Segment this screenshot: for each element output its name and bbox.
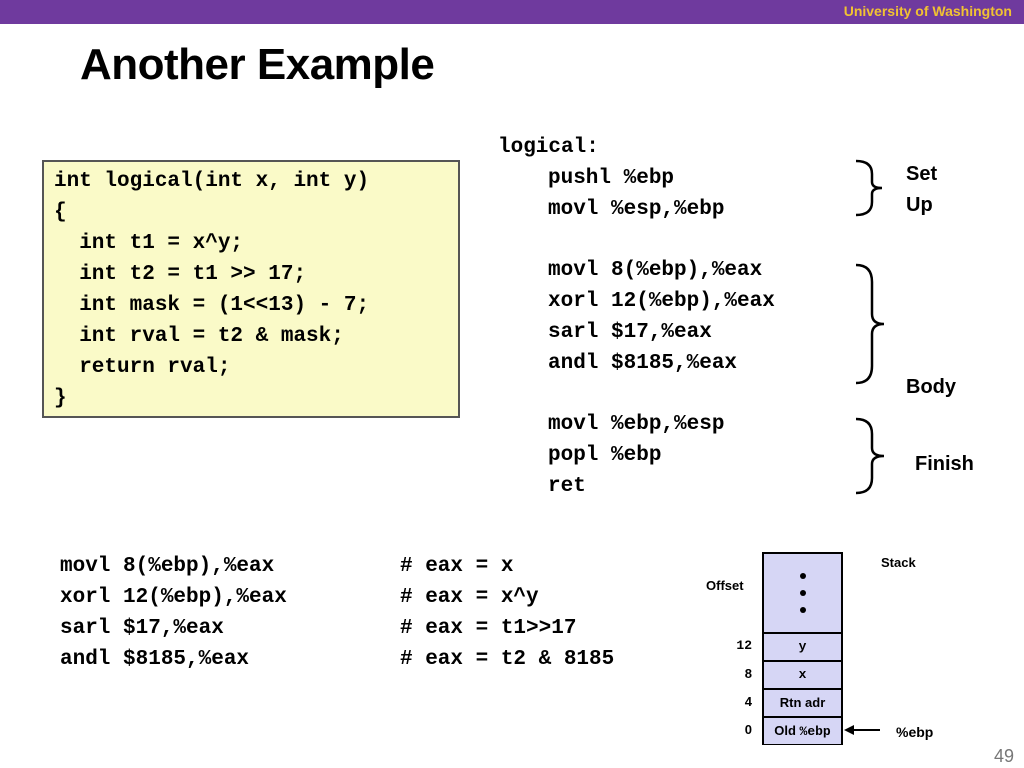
body-label: Body xyxy=(906,376,956,398)
code-line: } xyxy=(54,387,67,410)
offset-value: 0 xyxy=(744,722,752,737)
asm-line: xorl 12(%ebp),%eax xyxy=(548,290,775,313)
finish-label: Finish xyxy=(915,453,974,475)
code-line: int mask = (1<<13) - 7; xyxy=(54,294,370,317)
asm-label: logical: xyxy=(498,136,599,159)
finish-brace xyxy=(855,417,885,495)
annotated-instr: andl $8185,%eax xyxy=(60,648,250,671)
asm-line: andl $8185,%eax xyxy=(548,352,738,375)
stack-cell-return-address: Rtn adr xyxy=(764,688,841,716)
annotated-comment: # eax = t2 & 8185 xyxy=(400,648,615,671)
asm-line: sarl $17,%eax xyxy=(548,321,712,344)
offset-label: Offset xyxy=(706,578,744,593)
code-line: int t2 = t1 >> 17; xyxy=(54,263,307,286)
code-line: int rval = t2 & mask; xyxy=(54,325,344,348)
asm-line: movl %ebp,%esp xyxy=(548,413,725,436)
annotated-instr: movl 8(%ebp),%eax xyxy=(60,555,275,578)
setup-label-2: Up xyxy=(906,194,933,216)
offset-value: 4 xyxy=(744,694,752,709)
body-brace xyxy=(855,263,885,385)
stack-cell-old-ebp: Old %ebp xyxy=(764,716,841,744)
ellipsis-dot xyxy=(800,607,806,613)
stack-cell-x: x xyxy=(764,660,841,688)
stack-frame: y x Rtn adr Old %ebp xyxy=(762,552,843,745)
code-line: return rval; xyxy=(54,356,231,379)
code-line: int t1 = x^y; xyxy=(54,232,244,255)
setup-brace xyxy=(855,159,883,217)
page-number: 49 xyxy=(993,746,1014,766)
asm-line: movl 8(%ebp),%eax xyxy=(548,259,763,282)
code-line: { xyxy=(54,201,67,224)
old-ebp-register: %ebp xyxy=(799,724,831,739)
ebp-arrow-icon xyxy=(844,725,880,735)
offset-value: 8 xyxy=(744,666,752,681)
university-label: University of Washington xyxy=(843,3,1012,19)
asm-line: pushl %ebp xyxy=(548,167,675,190)
asm-line: movl %esp,%ebp xyxy=(548,198,725,221)
stack-title: Stack xyxy=(881,555,916,570)
offset-value: 12 xyxy=(736,638,752,653)
ellipsis-dot xyxy=(800,573,806,579)
asm-line: popl %ebp xyxy=(548,444,662,467)
header-bar: University of Washington xyxy=(0,0,1024,24)
annotated-comment: # eax = x xyxy=(400,555,514,578)
c-code-box: int logical(int x, int y) { int t1 = x^y… xyxy=(42,160,460,418)
setup-label-1: Set xyxy=(906,163,938,185)
ebp-pointer-label: %ebp xyxy=(896,724,934,740)
code-line: int logical(int x, int y) xyxy=(54,170,370,193)
old-ebp-prefix: Old xyxy=(774,723,800,738)
annotated-comment: # eax = x^y xyxy=(400,586,539,609)
asm-line: ret xyxy=(548,475,586,498)
annotated-comment: # eax = t1>>17 xyxy=(400,617,577,640)
slide-title: Another Example xyxy=(80,40,435,89)
stack-cell-y: y xyxy=(764,632,841,660)
ellipsis-dot xyxy=(800,590,806,596)
annotated-instr: sarl $17,%eax xyxy=(60,617,224,640)
annotated-instr: xorl 12(%ebp),%eax xyxy=(60,586,287,609)
